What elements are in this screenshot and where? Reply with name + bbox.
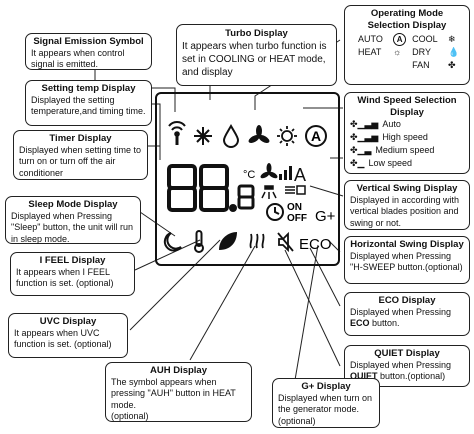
eco-callout: ECO Display Displayed when Pressing ECO …	[344, 292, 470, 336]
clock-icon	[266, 203, 284, 221]
callout-title: G+ Display	[301, 381, 351, 392]
mode-list: AUTO A COOL ❄ HEAT ☼ DRY 💧 FAN ✤	[350, 33, 464, 71]
auh-callout: AUH Display The symbol appears when pres…	[105, 362, 252, 422]
callout-desc: The symbol appears when pressing "AUH" b…	[111, 376, 236, 410]
operating-mode-callout: Operating Mode Selection Display AUTO A C…	[344, 5, 470, 85]
callout-note: (optional)	[278, 415, 316, 426]
callout-title: QUIET Display	[374, 348, 440, 359]
svg-text:A: A	[311, 128, 321, 144]
setting-temp-callout: Setting temp Display Displayed the setti…	[25, 80, 152, 126]
snowflake-icon: ❄	[448, 33, 456, 44]
uvc-callout: UVC Display It appears when UVC function…	[8, 313, 128, 358]
callout-title: Sleep Mode Display	[28, 199, 118, 210]
desc-pre: Displayed when Pressing	[350, 359, 452, 370]
turbo-icon: A	[260, 163, 306, 185]
signal-icon	[168, 121, 186, 145]
mode-label: HEAT	[358, 47, 382, 57]
wind-item: ✤▁▃▅Auto	[350, 118, 464, 131]
on-label: ON	[287, 202, 302, 213]
off-label: OFF	[287, 213, 307, 224]
sun-icon: ☼	[393, 47, 402, 57]
wind-bars-icon: ✤▁▃▅	[350, 119, 379, 129]
sleep-icon	[163, 232, 182, 252]
eco-label: ECO	[299, 236, 332, 253]
degree-c-label: °C	[243, 169, 255, 181]
callout-title: Setting temp Display	[41, 83, 136, 94]
callout-title: Wind Speed Selection Display	[357, 95, 457, 118]
snowflake-icon	[194, 127, 212, 145]
wind-speed-callout: Wind Speed Selection Display ✤▁▃▅Auto ✤▁…	[344, 92, 470, 174]
auto-a-icon: A	[305, 125, 327, 147]
drop-icon: 💧	[448, 47, 460, 57]
drop-icon	[222, 123, 240, 148]
callout-title: Operating Mode Selection Display	[367, 8, 447, 31]
callout-desc: Displayed when Pressing QUIET button.(op…	[350, 360, 464, 383]
fan-icon: ✤	[448, 59, 456, 70]
mode-label: FAN	[412, 59, 430, 70]
callout-desc: Displayed when Pressing "Sleep" button, …	[11, 210, 133, 244]
callout-desc: Displayed in according with vertical bla…	[350, 194, 460, 228]
signal-emission-callout: Signal Emission Symbol It appears when c…	[25, 33, 152, 70]
g-plus-label: G+	[315, 208, 336, 225]
desc-post: button.(optional)	[380, 371, 446, 381]
callout-desc: It appears when UVC function is set. (op…	[14, 327, 112, 350]
sun-icon	[277, 126, 297, 146]
sleep-mode-callout: Sleep Mode Display Displayed when Pressi…	[5, 196, 141, 244]
callout-desc: Displayed when Pressing ECO button.	[350, 307, 464, 330]
callout-desc: It appears when control signal is emitte…	[31, 47, 125, 70]
callout-title: Signal Emission Symbol	[33, 36, 144, 47]
mode-label: COOL	[412, 33, 438, 44]
callout-title: UVC Display	[39, 316, 97, 327]
horizontal-swing-icon	[285, 185, 306, 195]
thermometer-icon	[194, 230, 204, 253]
desc-post: button.	[372, 318, 400, 328]
wind-item: ✤▁▃Medium speed	[350, 144, 464, 157]
wind-bars-icon: ✤▁▃▅	[350, 132, 379, 142]
callout-title: Vertical Swing Display	[356, 183, 458, 194]
auto-a-icon: A	[393, 33, 407, 46]
wind-bars-icon: ✤▁▃	[350, 145, 372, 155]
lcd-display-panel: A °C A ON OFF G+	[155, 92, 340, 266]
horizontal-swing-callout: Horizontal Swing Display Displayed when …	[344, 236, 470, 284]
leaf-icon	[219, 232, 237, 250]
callout-desc: Displayed when turn on the generator mod…	[278, 392, 373, 415]
wind-label: High speed	[382, 132, 428, 142]
g-plus-callout: G+ Display Displayed when turn on the ge…	[272, 378, 380, 428]
callout-desc: Displayed when Pressing "H-SWEEP button.…	[350, 250, 463, 273]
callout-title: ECO Display	[378, 295, 436, 306]
svg-text:A: A	[294, 165, 306, 185]
wind-label: Low speed	[368, 158, 413, 168]
callout-note: (optional)	[111, 411, 149, 421]
turbo-callout: Turbo Display It appears when turbo func…	[176, 24, 337, 86]
desc-bold: QUIET	[350, 371, 378, 381]
desc-pre: Displayed when Pressing	[350, 306, 452, 317]
wind-label: Medium speed	[375, 145, 435, 155]
callout-title: I FEEL Display	[39, 255, 106, 266]
fan-icon	[248, 125, 270, 143]
callout-title: AUH Display	[149, 365, 207, 376]
quiet-speaker-icon	[277, 231, 294, 253]
desc-bold: ECO	[350, 318, 370, 328]
mode-label: AUTO	[358, 33, 383, 44]
callout-title: Horizontal Swing Display	[350, 239, 464, 250]
wind-bars-icon: ✤▁	[350, 158, 365, 168]
vertical-swing-icon	[261, 185, 277, 199]
callout-desc: It appears when turbo function is set in…	[182, 41, 327, 78]
callout-desc: It appears when I FEEL function is set. …	[16, 266, 114, 289]
callout-title: Timer Display	[49, 133, 112, 144]
wind-label: Auto	[382, 119, 401, 129]
callout-desc: Displayed the setting temperature,and ti…	[31, 94, 146, 117]
wind-item: ✤▁Low speed	[350, 157, 464, 170]
temperature-digits	[167, 164, 255, 212]
auh-icon	[249, 233, 265, 249]
i-feel-callout: I FEEL Display It appears when I FEEL fu…	[10, 252, 135, 296]
callout-desc: Displayed when setting time to turn on o…	[19, 144, 142, 178]
lcd-symbols: A °C A ON OFF G+	[163, 121, 336, 253]
callout-title: Turbo Display	[225, 28, 288, 39]
wind-item: ✤▁▃▅High speed	[350, 131, 464, 144]
timer-callout: Timer Display Displayed when setting tim…	[13, 130, 148, 180]
mode-label: DRY	[412, 47, 431, 57]
vertical-swing-callout: Vertical Swing Display Displayed in acco…	[344, 180, 470, 230]
